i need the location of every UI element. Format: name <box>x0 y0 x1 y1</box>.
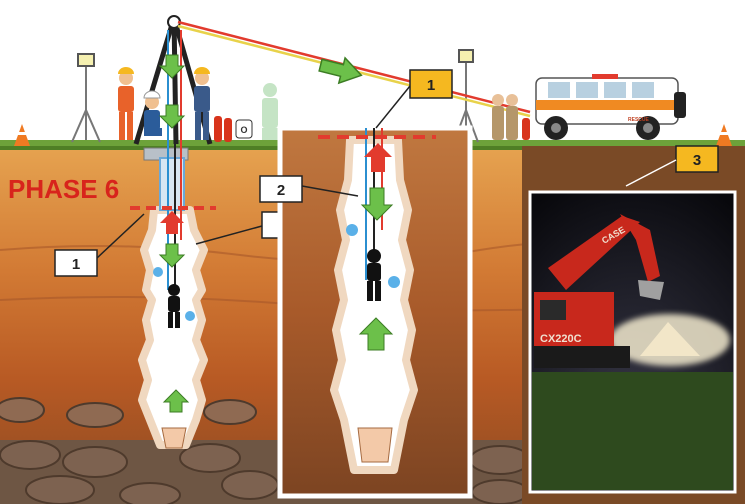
up-arrow-icon <box>160 211 190 413</box>
water-splash-icon <box>153 267 195 321</box>
traffic-cone-right <box>716 124 732 146</box>
svg-text:3: 3 <box>693 152 701 169</box>
excavator-icon <box>534 214 664 368</box>
callout-inset-1: 1 <box>375 69 453 129</box>
svg-text:O: O <box>240 125 247 135</box>
inset-shaft-bottom <box>357 427 393 463</box>
inset-up-arrow-green-icon <box>358 317 394 351</box>
inset-panel <box>277 125 473 499</box>
rescuer-kneeling <box>143 90 162 136</box>
callout-inset-2: 2 <box>259 175 359 203</box>
inset-shaft-cavity <box>330 136 418 474</box>
svg-text:1: 1 <box>72 256 80 273</box>
rescue-vehicle <box>535 74 686 140</box>
inset-water-splash-icon <box>346 224 400 288</box>
callout-photo-3: 3 <box>625 145 719 187</box>
svg-text:1: 1 <box>427 77 435 94</box>
excavation-photo: CASE CX220C <box>522 146 745 504</box>
svg-text:2: 2 <box>277 182 285 199</box>
callout-left-1: 1 <box>54 213 145 277</box>
rope-direction-arrow-icon <box>318 56 363 85</box>
inset-down-arrow-icon <box>360 187 394 221</box>
rescuer-in-shaft <box>168 284 180 328</box>
rescuers-by-vehicle <box>492 94 530 140</box>
down-arrow-icon <box>158 54 186 268</box>
gas-cylinders <box>214 116 232 142</box>
gas-detector-icon: O <box>235 119 253 139</box>
rescuer-left <box>118 67 134 140</box>
shaft-bottom <box>161 427 187 449</box>
inset-rescuer <box>367 249 381 301</box>
inset-up-arrow-icon <box>364 143 392 172</box>
traffic-cone-left <box>14 124 30 146</box>
excavator-model: CX220C <box>540 333 582 345</box>
vehicle-hood-text: RESCUE <box>628 117 650 123</box>
floodlight-left <box>71 53 101 143</box>
phase-title: PHASE 6 <box>8 174 119 204</box>
rescuer-standby <box>262 83 278 140</box>
rescuer-right <box>194 67 210 140</box>
